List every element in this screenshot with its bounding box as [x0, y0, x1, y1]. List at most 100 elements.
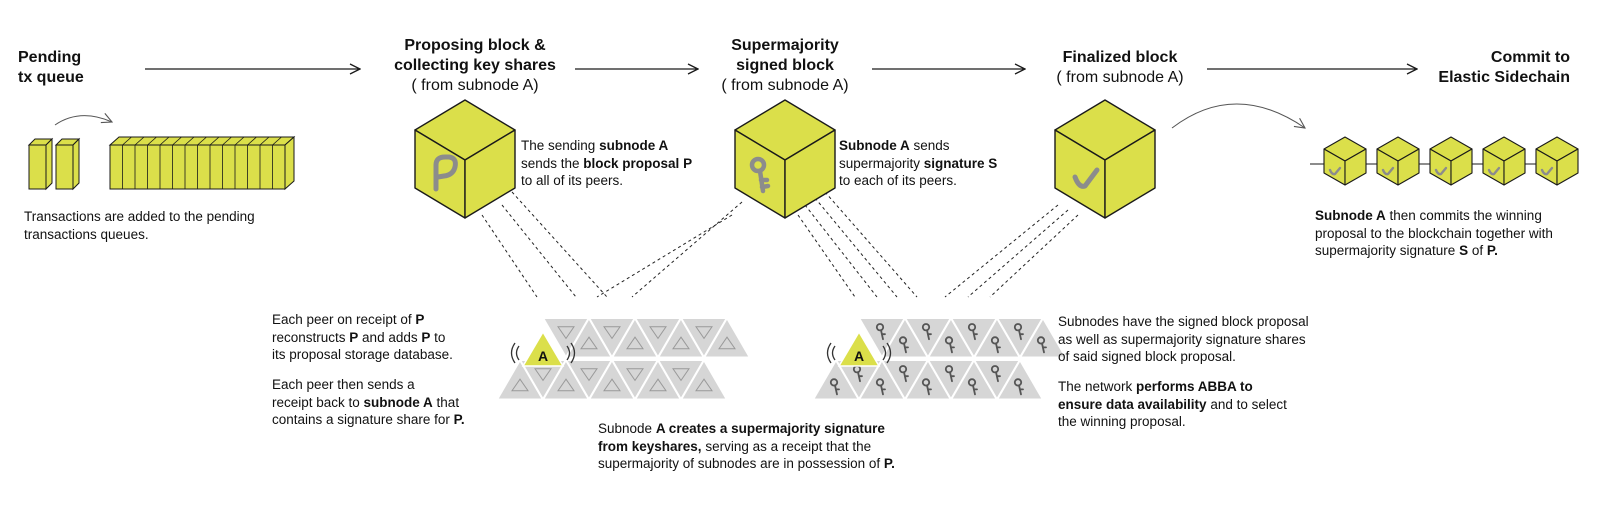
key-icon-shaft [757, 168, 771, 194]
queue-divider [222, 136, 232, 146]
peer-node-outline [534, 368, 552, 382]
dashed-connector [481, 214, 538, 298]
signed-block-cube [734, 99, 836, 219]
key-icon-shaft [949, 371, 955, 383]
peer-receipt-text: Each peer on receipt of P reconstructs P… [272, 312, 453, 362]
peer-send-text: Each peer then sends a receipt back to s… [272, 377, 465, 427]
sidechain-block [1429, 136, 1473, 186]
queue-divider [209, 136, 220, 146]
key-icon-shaft [1018, 384, 1024, 396]
subnode-a-label: A [854, 348, 864, 364]
pending-tx-block [27, 137, 54, 191]
sidechain-block [1376, 136, 1420, 186]
queue-divider [147, 136, 157, 146]
sidechain-block [1535, 136, 1579, 186]
subnode-a-tile [837, 330, 881, 367]
peer-node-outline [580, 336, 598, 350]
key-icon [967, 378, 977, 387]
signal-icon [566, 345, 571, 361]
peer-node-outline [649, 378, 667, 392]
check-icon [1328, 166, 1342, 176]
stage-title-finalized: Finalized block( from subnode A) [1056, 49, 1184, 86]
queue-divider [172, 136, 182, 146]
peer-node-outline [580, 368, 598, 382]
finalized-block-cube [1054, 99, 1156, 219]
signature-send-text: Subnode A sends supermajority signature … [839, 138, 998, 188]
key-icon [1013, 323, 1023, 332]
queue-divider [159, 136, 170, 146]
key-icon-shaft [1041, 342, 1047, 354]
signal-icon [570, 342, 576, 364]
key-icon [990, 336, 1000, 345]
key-icon [944, 365, 954, 374]
key-icon [898, 365, 908, 374]
check-icon [1434, 166, 1448, 176]
key-icon-shaft [949, 342, 955, 354]
key-icon-shaft [926, 329, 932, 341]
key-icon-shaft [857, 371, 863, 383]
signed-cube [734, 99, 836, 219]
p-letter-icon [433, 154, 458, 192]
peer-node-outline [603, 326, 621, 340]
check-icon [1540, 166, 1554, 176]
key-icon [1013, 378, 1023, 387]
key-icon [898, 336, 908, 345]
dashed-connector [967, 209, 1069, 298]
queue-divider [122, 136, 132, 146]
peer-node-outline [672, 368, 690, 382]
key-icon-shaft [995, 342, 1001, 354]
dashed-connector [989, 214, 1079, 298]
dashed-connector [596, 214, 733, 298]
dashed-connector [944, 204, 1059, 298]
peer-node-outline [557, 378, 575, 392]
peer-node-outline [649, 326, 667, 340]
key-icon-shaft [903, 342, 909, 354]
key-icon-shaft [995, 371, 1001, 383]
create-signature-text: Subnode A creates a supermajority signat… [598, 421, 895, 471]
dashed-connector [804, 204, 878, 298]
key-icon [990, 365, 1000, 374]
queue-divider [259, 136, 270, 146]
signal-icon [831, 345, 836, 361]
sidechain-block [1482, 136, 1526, 186]
check-icon [1381, 166, 1395, 176]
signal-icon [882, 345, 887, 361]
peer-node-outline [672, 336, 690, 350]
key-icon [921, 378, 931, 387]
peer-node-outline [718, 336, 736, 350]
key-icon [875, 378, 885, 387]
dashed-connector [824, 191, 918, 298]
pending-tx-block [54, 137, 81, 191]
key-icon [944, 336, 954, 345]
queue-divider [247, 136, 257, 146]
key-icon-shaft [834, 384, 840, 396]
queue-side-face [284, 135, 295, 191]
check-icon [1487, 166, 1501, 176]
dashed-connector [814, 197, 898, 298]
queue-curve-arrow [54, 116, 112, 126]
stage-title-proposing: Proposing block &collecting key shares( … [394, 37, 556, 94]
sidechain-block [1323, 136, 1367, 186]
key-icon-shaft [926, 384, 932, 396]
peer-connector-lines [481, 191, 1079, 298]
pending-tx-blocks [27, 137, 81, 191]
key-icon-shaft [1018, 329, 1024, 341]
key-icon [967, 323, 977, 332]
proposal-block-cube [414, 99, 516, 219]
commit-curve-arrow [1171, 103, 1305, 128]
peer-node-outline [626, 368, 644, 382]
key-icon [829, 378, 839, 387]
proposal-cube [414, 99, 516, 219]
dashed-connector [501, 204, 577, 298]
key-icon [921, 323, 931, 332]
key-icon-shaft [880, 329, 886, 341]
key-icon-shaft [903, 371, 909, 383]
peer-node-outline [695, 326, 713, 340]
signal-icon [886, 342, 892, 364]
